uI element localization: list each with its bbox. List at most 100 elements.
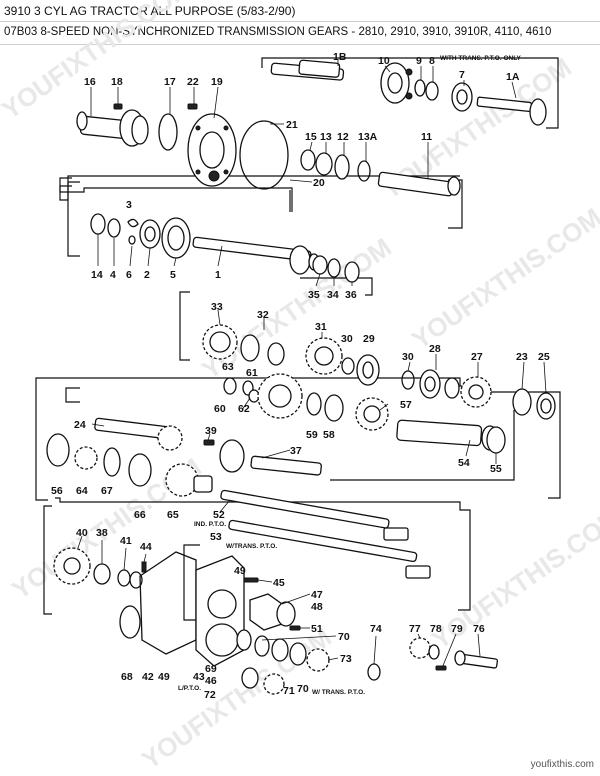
callout-63: 63 [222,361,234,373]
group-frame-upper-left [67,181,80,257]
pto-shaft-52 [220,489,409,541]
bearing-58 [324,394,344,422]
callout-78: 78 [430,623,442,635]
callout-42: 42 [142,671,154,683]
callout-43: 43 [193,671,205,683]
callout-28: 28 [429,343,441,355]
header-divider [0,21,600,22]
cover-plate-19 [187,113,237,187]
bolt-22 [187,103,198,110]
callout-25: 25 [538,351,550,363]
bearing-28b [444,377,460,399]
gasket-17 [158,113,178,151]
gear-65 [165,463,213,497]
group-frame-cluster [300,277,373,296]
callout-53: 53 [210,531,222,543]
callout-13: 13 [320,131,332,143]
callout-4: 4 [110,269,116,281]
callout-23: 23 [516,351,528,363]
callout-12: 12 [337,131,349,143]
bearing-32a [240,334,260,362]
gear-31 [305,337,343,375]
callout-16: 16 [84,76,96,88]
group-frame-top [261,57,559,129]
group-frame-counter [179,291,190,361]
group-frame-upper [59,175,460,201]
bearing-68 [119,605,141,639]
pto-housing-16 [76,109,149,147]
callout-55: 55 [490,463,502,475]
callout-76: 76 [473,623,485,635]
bearing-37 [219,439,245,473]
callout-21: 21 [286,119,298,131]
shaft-11 [377,171,461,197]
page-title: 3910 3 CYL AG TRACTOR ALL PURPOSE (5/83-… [4,4,296,18]
ring-30b [401,370,415,390]
callout-1b: 1B [333,51,347,63]
callout-65: 65 [167,509,179,521]
callout-41: 41 [120,535,132,547]
callout-10: 10 [378,55,390,67]
group-frame-main-inner [65,387,80,403]
callout-49a: 49 [234,565,246,577]
snap-ring-9 [414,79,426,97]
bolt-45 [243,577,259,583]
gasket-21 [239,120,289,190]
callout-56: 56 [51,485,63,497]
callout-68: 68 [121,671,133,683]
page-subtitle: 07B03 8-SPEED NON-SYNCHRONIZED TRANSMISS… [4,26,552,38]
callout-19: 19 [211,76,223,88]
ring-59 [306,392,322,416]
callout-40: 40 [76,527,88,539]
ring-23 [512,388,532,416]
callout-22: 22 [187,76,199,88]
callout-46: 46 [205,675,217,687]
gear-73 [306,648,330,672]
ring-55 [486,426,506,454]
ring-38 [93,563,111,585]
ring-4 [107,218,121,238]
group-frame-main-inner-right [330,410,515,481]
callout-5: 5 [170,269,176,281]
pto-shaft-53 [228,519,431,579]
callout-31: 31 [315,321,327,333]
callout-54: 54 [458,457,470,469]
gear-57 [355,397,389,431]
group-frame-main-left [35,377,48,501]
callout-79: 79 [451,623,463,635]
group-frame-lower [55,497,471,611]
callout-39: 39 [205,425,217,437]
washer-8 [425,81,439,101]
callout-30a: 30 [341,333,353,345]
spacer-12 [334,154,350,180]
callout-52: 52 [213,509,225,521]
bolt-18 [113,103,123,110]
bearing-13 [315,152,333,176]
ring-70a [236,629,270,657]
note-w-trans-pto-lower: W/ TRANS. P.T.O. [312,689,365,696]
retainer-5 [161,217,191,259]
callout-1a: 1A [506,71,520,83]
callout-57: 57 [400,399,412,411]
callout-69: 69 [205,663,217,675]
callout-30b: 30 [402,351,414,363]
note-ind-pto: IND. P.T.O. [194,521,226,528]
callout-3: 3 [126,199,132,211]
callout-1: 1 [215,269,221,281]
snap-ring-13a [357,160,371,182]
header-divider [0,44,600,45]
callout-17: 17 [164,76,176,88]
gear-64 [74,446,98,470]
pin-44 [141,561,147,573]
callout-38: 38 [96,527,108,539]
callout-47: 47 [311,589,323,601]
callout-29: 29 [363,333,375,345]
footer-site-link[interactable]: youfixthis.com [530,759,594,770]
callout-48: 48 [311,601,323,613]
collar-29 [356,354,380,386]
callout-71: 71 [283,685,295,697]
ring-62 [248,389,260,403]
callout-33: 33 [211,301,223,313]
callout-66: 66 [134,509,146,521]
